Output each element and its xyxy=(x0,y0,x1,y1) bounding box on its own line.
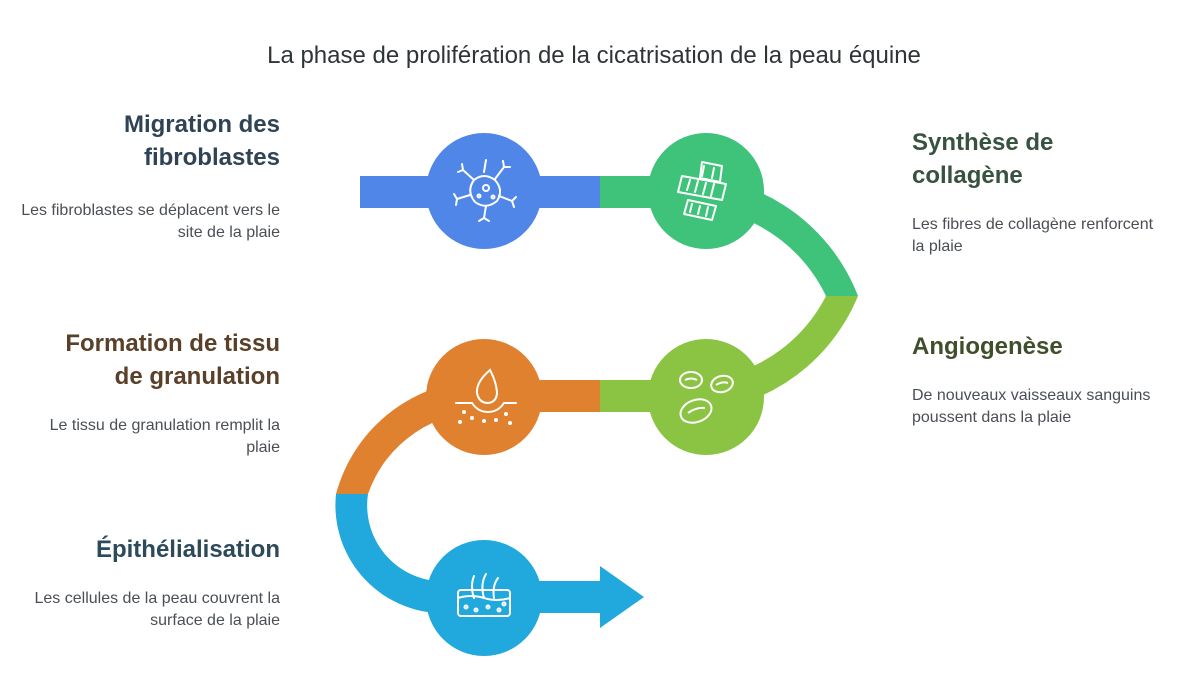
step-collagen-synthesis: Synthèse de collagène Les fibres de coll… xyxy=(912,126,1162,258)
collagen-fibers-icon xyxy=(648,133,764,249)
step-title-line: Synthèse de xyxy=(912,129,1054,156)
step-epithelialization: Épithélialisation Les cellules de la pea… xyxy=(20,533,281,632)
step-title-line: de granulation xyxy=(114,363,280,390)
step-fibroblast-migration: Migration des fibroblastes Les fibroblas… xyxy=(20,108,280,244)
blood-cells-icon xyxy=(648,339,764,455)
skin-layer-icon xyxy=(426,540,542,656)
epithelialization-track xyxy=(335,494,644,628)
step-title: Formation de tissu de granulation xyxy=(20,327,280,393)
step-title-line: collagène xyxy=(912,162,1023,189)
step-description: De nouveaux vaisseaux sanguins poussent … xyxy=(912,387,1151,426)
step-title-line: Formation de tissu xyxy=(65,330,280,357)
step-title: Synthèse de collagène xyxy=(912,126,1162,192)
step-title: Angiogenèse xyxy=(912,330,1162,363)
step-title-line: Épithélialisation xyxy=(95,536,280,563)
step-description: Les fibroblastes se déplacent vers le si… xyxy=(21,202,280,241)
step-title-line: Angiogenèse xyxy=(912,333,1063,360)
step-description: Les fibres de collagène renforcent la pl… xyxy=(912,216,1154,255)
step-title-line: fibroblastes xyxy=(143,144,280,171)
step-angiogenesis: Angiogenèse De nouveaux vaisseaux sangui… xyxy=(912,330,1162,429)
step-description: Le tissu de granulation remplit la plaie xyxy=(49,417,280,456)
step-granulation-tissue: Formation de tissu de granulation Le tis… xyxy=(20,327,280,459)
step-title: Migration des fibroblastes xyxy=(20,108,280,174)
skin-droplet-icon xyxy=(426,339,542,455)
step-description: Les cellules de la peau couvrent la surf… xyxy=(34,590,281,629)
diagram-title: La phase de prolifération de la cicatris… xyxy=(267,42,921,69)
fibroblast-cell-icon xyxy=(426,133,542,249)
step-title-line: Migration des xyxy=(123,111,280,138)
step-title: Épithélialisation xyxy=(20,533,280,566)
